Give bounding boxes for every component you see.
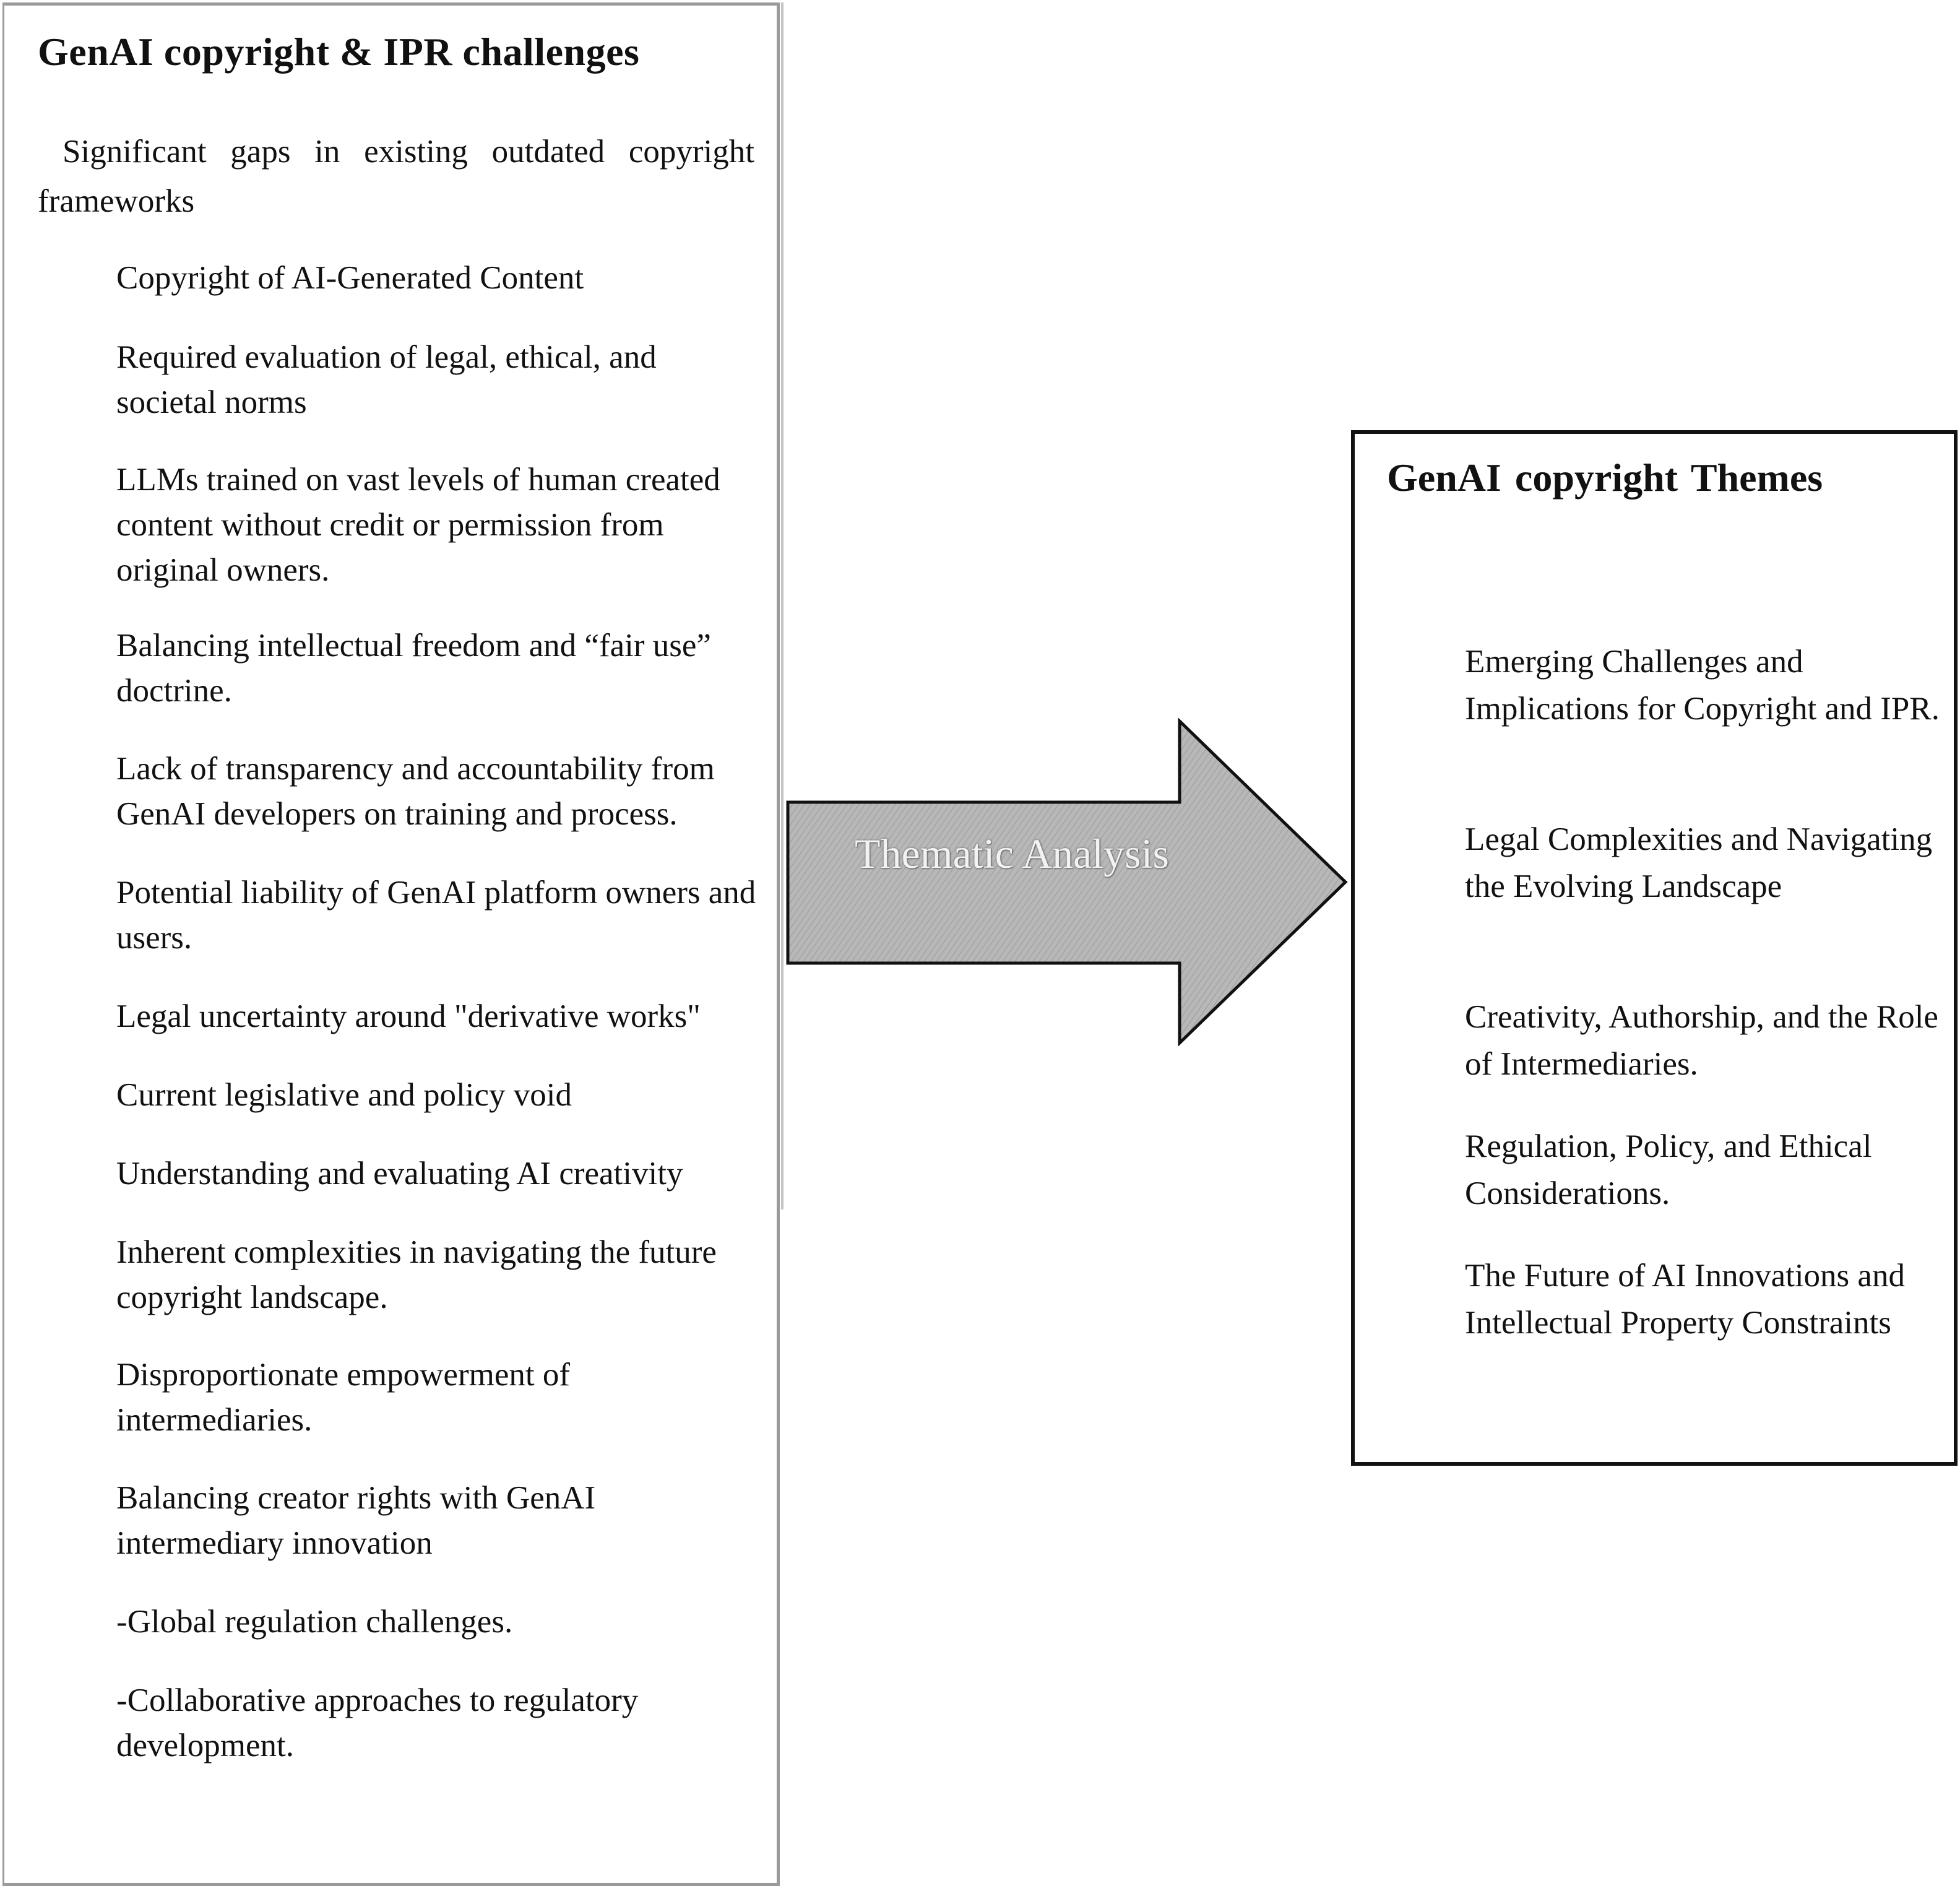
themes-box: GenAI copyright Themes Emerging Challeng… [1351, 430, 1958, 1466]
challenge-item: Lack of transparency and accountability … [116, 751, 715, 832]
thematic-analysis-arrow: Thematic Analysis [786, 718, 1348, 1046]
arrow-shape [786, 718, 1348, 1046]
challenge-item: Balancing intellectual freedom and “fair… [116, 628, 711, 709]
challenges-title: GenAI copyright & IPR challenges [38, 30, 640, 74]
challenge-item: Potential liability of GenAI platform ow… [116, 875, 756, 956]
challenge-item: Current legislative and policy void [116, 1077, 572, 1113]
theme-item: The Future of AI Innovations and Intelle… [1465, 1258, 1905, 1341]
challenge-item: Copyright of AI-Generated Content [116, 260, 584, 296]
challenge-item: Understanding and evaluating AI creativi… [116, 1156, 683, 1192]
arrow-label: Thematic Analysis [854, 830, 1169, 877]
theme-item: Legal Complexities and Navigating the Ev… [1465, 821, 1933, 904]
challenge-item: LLMs trained on vast levels of human cre… [116, 462, 720, 588]
challenges-box: GenAI copyright & IPR challenges Signifi… [2, 2, 784, 1886]
challenges-intro: Significant gaps in existing outdated co… [38, 134, 754, 219]
theme-item: Regulation, Policy, and Ethical Consider… [1465, 1128, 1872, 1211]
challenge-item: Legal uncertainty around "derivative wor… [116, 998, 701, 1034]
challenge-item: Inherent complexities in navigating the … [116, 1234, 717, 1315]
challenge-item: -Global regulation challenges. [116, 1604, 513, 1640]
challenge-item: Required evaluation of legal, ethical, a… [116, 339, 657, 420]
themes-title: GenAI copyright Themes [1387, 456, 1823, 500]
theme-item: Creativity, Authorship, and the Role of … [1465, 999, 1938, 1082]
challenge-item: -Collaborative approaches to regulatory … [116, 1682, 639, 1763]
challenge-item: Balancing creator rights with GenAI inte… [116, 1480, 596, 1561]
challenge-item: Disproportionate empowerment of intermed… [116, 1357, 570, 1438]
theme-item: Emerging Challenges and Implications for… [1465, 644, 1940, 727]
